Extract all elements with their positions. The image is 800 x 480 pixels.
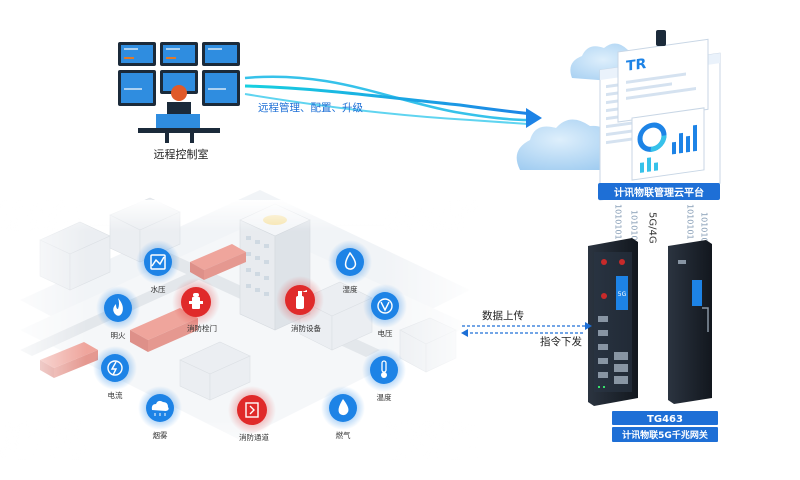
sensor-label: 电流 [108,390,123,400]
binary-stream-mid: 1010101 [630,210,639,246]
upload-label: 数据上传 [482,309,524,322]
sensor-label: 燃气 [336,430,351,440]
phone-icon [656,30,666,46]
extinguisher-icon [296,290,307,309]
gateway-device-front: 5G [588,238,638,406]
control-room-illustration: 远程控制室 [118,42,240,161]
sensor-label: 水压 [151,284,166,294]
sensor-exit: 消防通道 [228,386,276,442]
sensor-water-level: 湿度 [328,240,372,294]
platform-label: 计讯物联管理云平台 [614,186,704,199]
binary-stream-right: 1010101 [686,204,695,240]
lightning-icon [107,360,123,376]
hydrant-icon [189,293,203,309]
sensor-label: 烟雾 [153,431,168,440]
water-drop-icon [344,251,357,270]
gateway-chip-label: 5G [618,291,627,298]
sensor-temperature: 温度 [362,348,406,402]
thermometer-icon [381,360,387,378]
wave-chart-icon [150,254,166,270]
gateway-model: TG463 [647,414,683,425]
sensor-label: 消防通道 [239,432,269,442]
gas-drop-icon [338,399,349,416]
gateway-chip [616,276,628,310]
sensor-smoke: 烟雾 [138,386,182,440]
sensor-current: 电流 [93,346,137,400]
binary-stream-right-2: 1010101 [700,212,709,248]
smoke-cloud-icon [151,400,169,416]
control-room-label: 远程控制室 [154,147,209,161]
gateway-name: 计讯物联5G千兆网关 [622,429,708,441]
platform-label-box [598,183,720,200]
exit-door-icon [245,402,259,418]
sensor-label: 消防设备 [291,323,321,333]
sensor-label: 明火 [111,331,126,340]
sensor-gas: 燃气 [321,386,365,440]
flow-arrowhead [526,108,542,128]
voltage-icon [377,298,393,314]
flow-label: 远程管理、配置、升级 [258,101,363,114]
sensor-water-pressure: 水压 [136,240,180,294]
data-flow: 数据上传 指令下发 [461,309,592,348]
command-label: 指令下发 [540,335,582,348]
sensor-label: 温度 [377,392,392,402]
binary-stream-left: 1010101 [614,204,623,240]
remote-flow-arrows: 远程管理、配置、升级 [244,75,542,128]
sensor-label: 消防栓门 [187,323,217,333]
network-label: 5G/4G [647,212,658,244]
sensor-hydrant: 消防栓门 [172,278,220,333]
sensor-fire: 明火 [96,286,140,340]
sensor-extinguisher: 消防设备 [276,276,324,333]
network-link: 1010101 1010101 1010101 1010101 5G/4G [614,204,709,248]
gateway-label: TG463 计讯物联5G千兆网关 [612,411,718,442]
cloud-platform-illustration: TR 计讯物联管理云平台 [516,30,721,201]
sensor-voltage: 电压 [363,284,407,338]
gateway-device-back [668,240,712,404]
sensor-label: 电压 [378,328,393,338]
flame-icon [113,298,123,316]
dashboard-brand: TR [626,56,646,75]
sensor-label: 湿度 [343,284,358,294]
